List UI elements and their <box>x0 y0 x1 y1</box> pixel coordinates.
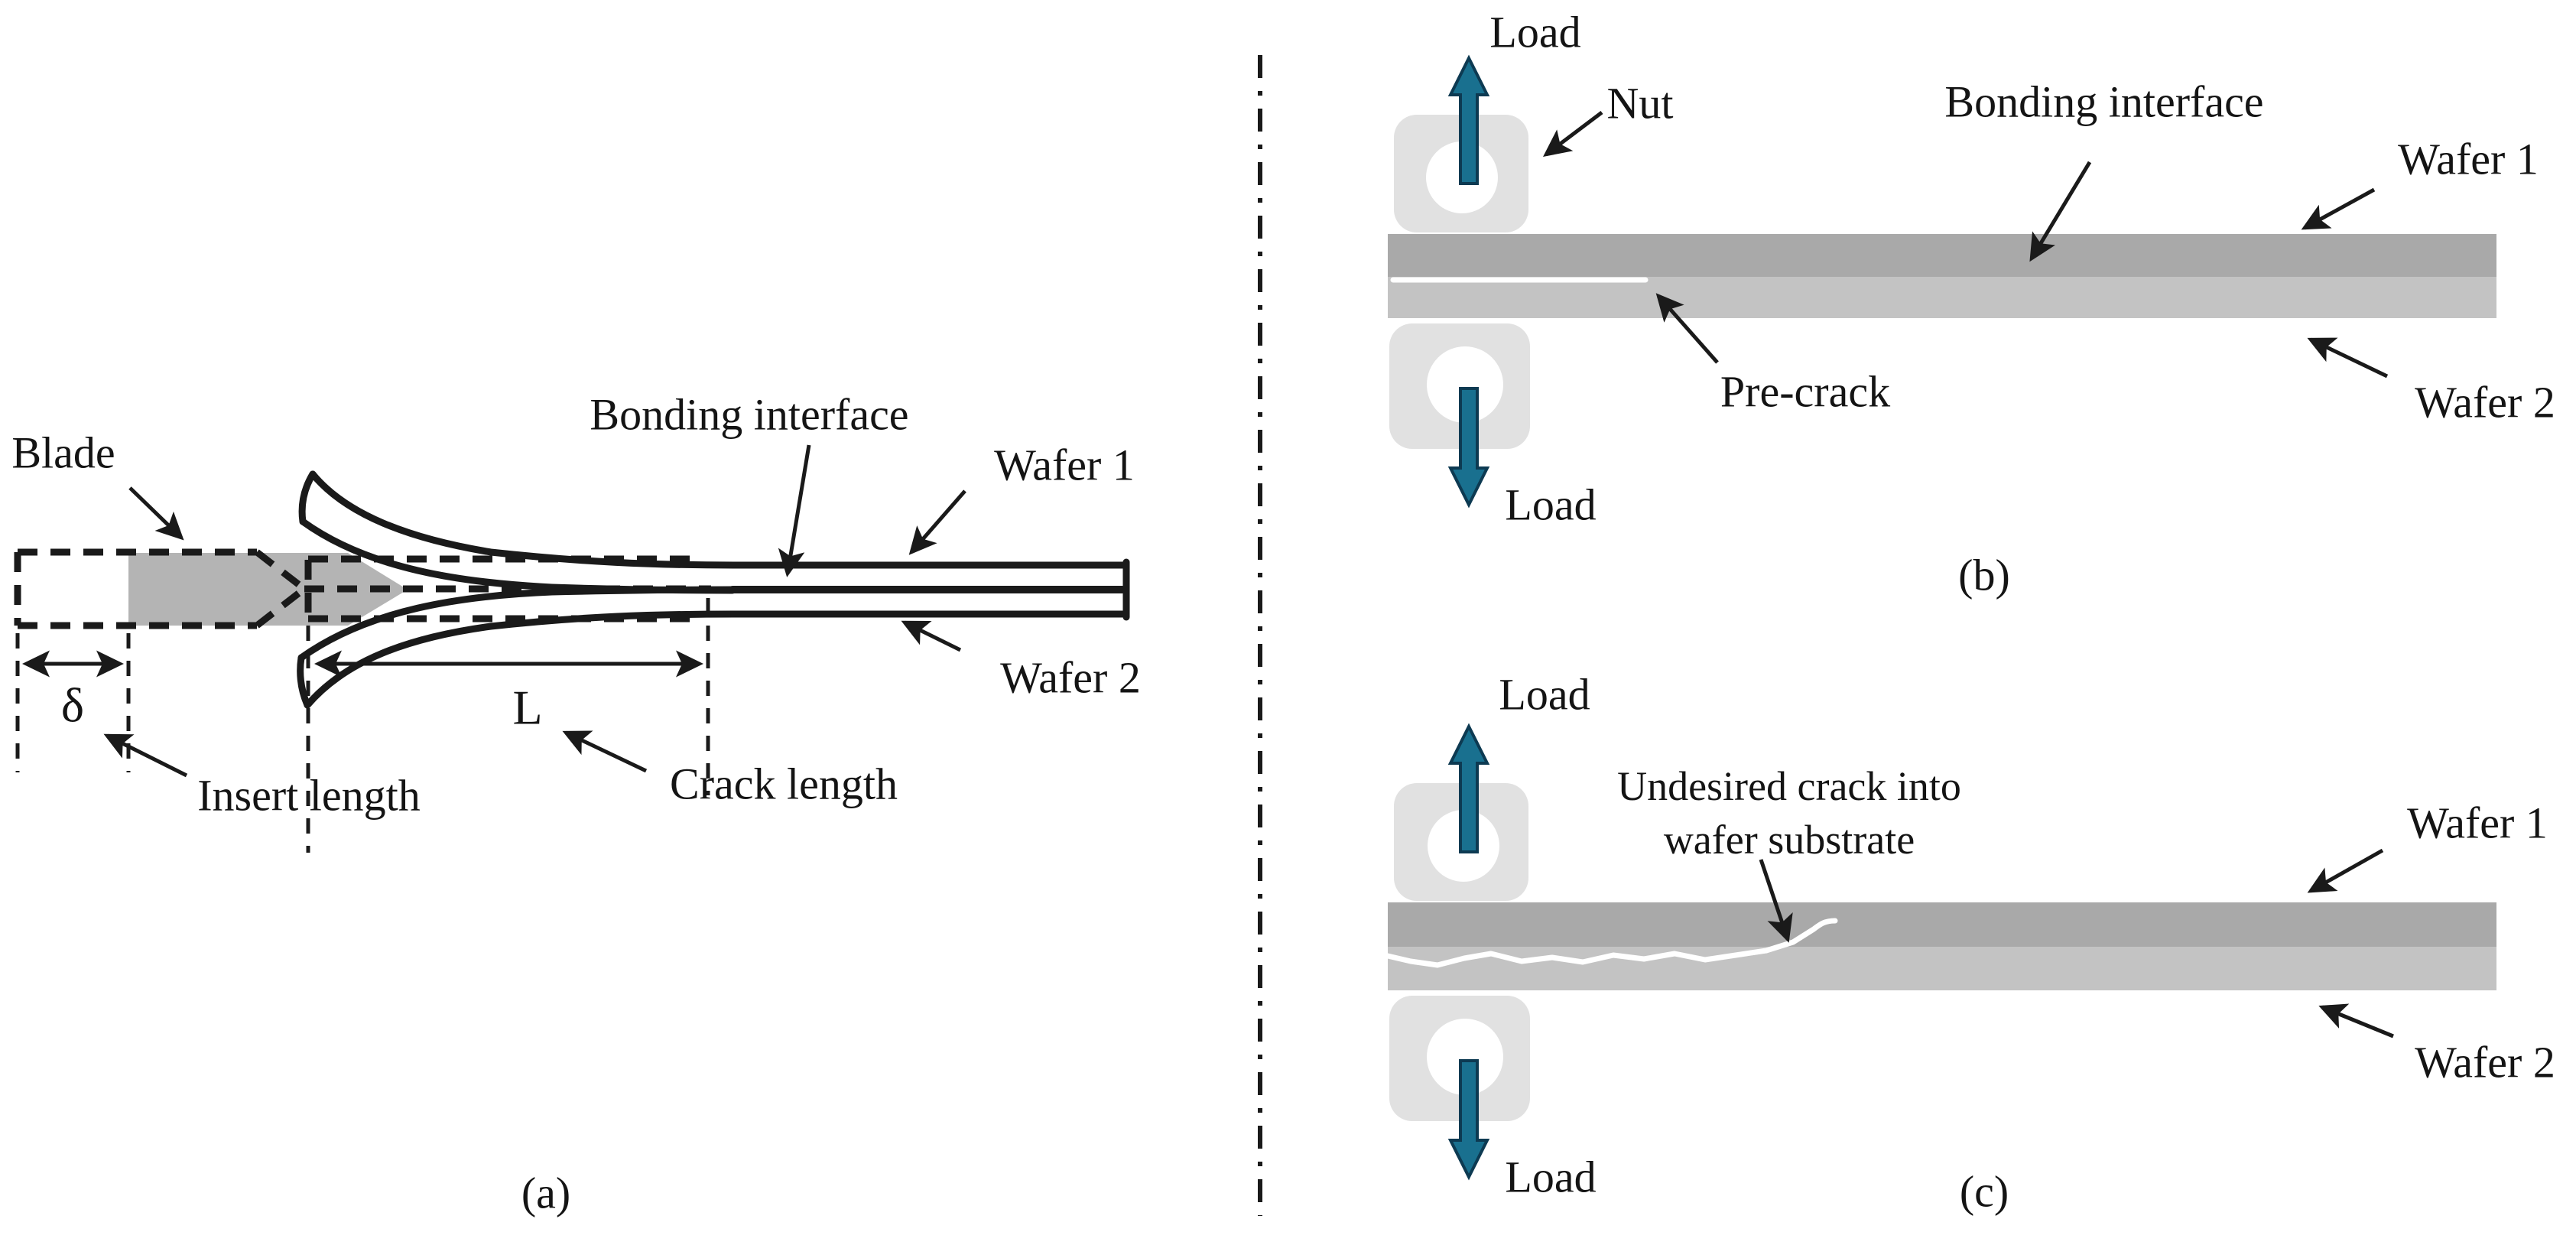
wafer2-bar-c <box>1388 947 2496 990</box>
delta-symbol: δ <box>61 678 84 733</box>
wafer2-pointer-arrow <box>901 620 962 652</box>
wafer2-bar-b <box>1388 277 2496 318</box>
wafer1-outer-curve <box>309 470 1130 569</box>
wafer1-pointer-arrow <box>908 489 966 555</box>
load-bottom-label-c: Load <box>1505 1152 1596 1202</box>
wafer1-pointer-arrow-b <box>2301 187 2376 230</box>
insert-length-pointer-arrow <box>103 733 188 778</box>
undesired-crack-pointer-arrow <box>1759 859 1793 943</box>
load-arrow-up-b <box>1447 54 1490 185</box>
bonding-interface-pointer-arrow-b <box>2029 161 2092 262</box>
panel-c-pointer-arrows <box>1759 848 2394 1039</box>
load-arrow-down-b <box>1447 387 1490 509</box>
nut-pointer-arrow <box>1543 111 1603 158</box>
blade-label: Blade <box>11 428 115 478</box>
blade-shape <box>128 553 408 626</box>
undesired-crack-label-line1: Undesired crack into <box>1617 763 1961 809</box>
wafer1-curl-tip <box>298 470 317 525</box>
wafer2-curl-tip <box>297 654 311 709</box>
blade-outline-dashed <box>14 548 307 629</box>
wafer1-label-a: Wafer 1 <box>994 440 1135 490</box>
load-top-label-c: Load <box>1499 670 1590 720</box>
wafer1-bar-c <box>1388 902 2496 947</box>
panel-c-caption: (c) <box>1960 1167 2009 1217</box>
wafer1-label-b: Wafer 1 <box>2398 135 2539 184</box>
panel-c: Load Undesired crack into wafer substrat… <box>1385 670 2555 1217</box>
crack-length-label: Crack length <box>670 759 898 809</box>
load-arrow-up-c <box>1447 723 1490 853</box>
panel-b-pointer-arrows <box>1543 111 2389 379</box>
nut-bottom-hole-c <box>1427 1019 1503 1095</box>
wafer1-pointer-arrow-c <box>2307 848 2384 893</box>
undesired-crack-line <box>1385 918 1838 968</box>
precrack-label: Pre-crack <box>1720 367 1890 417</box>
crack-length-symbol: L <box>512 681 542 735</box>
panel-b: Load Nut Bonding interface Wafer 1 Pre-c… <box>1388 8 2555 600</box>
panel-b-caption: (b) <box>1958 551 2010 600</box>
wafer2-inner-curve <box>297 586 736 662</box>
nut-label: Nut <box>1607 79 1674 128</box>
wafer2-pointer-arrow-b <box>2307 337 2389 379</box>
wafer1-label-c: Wafer 1 <box>2407 798 2548 848</box>
nut-bottom-hole-b <box>1427 346 1503 423</box>
panel-a-pointer-arrows <box>103 444 966 778</box>
panel-a-caption: (a) <box>521 1169 570 1218</box>
bonding-interface-label-b: Bonding interface <box>1944 77 2263 127</box>
load-top-label-b: Load <box>1489 8 1580 57</box>
wafer2-pointer-arrow-c <box>2318 1003 2394 1039</box>
load-bottom-label-b: Load <box>1505 480 1596 530</box>
crack-length-pointer-arrow <box>562 730 648 773</box>
insert-length-label: Insert length <box>197 771 421 821</box>
wafer2-label-b: Wafer 2 <box>2415 378 2555 427</box>
bonding-interface-pointer-arrow <box>778 444 811 577</box>
precrack-pointer-arrow <box>1655 293 1719 364</box>
wafer1-bar-b <box>1388 234 2496 277</box>
wafer2-label-a: Wafer 2 <box>1000 653 1141 703</box>
blade-pointer-arrow <box>128 486 184 541</box>
panel-a: Blade Bonding interface Wafer 1 Wafer 2 … <box>11 390 1141 1218</box>
wafer2-label-c: Wafer 2 <box>2415 1038 2555 1087</box>
bonding-interface-label-a: Bonding interface <box>590 390 908 440</box>
undesired-crack-label-line2: wafer substrate <box>1664 817 1915 863</box>
load-arrow-down-c <box>1447 1059 1490 1181</box>
